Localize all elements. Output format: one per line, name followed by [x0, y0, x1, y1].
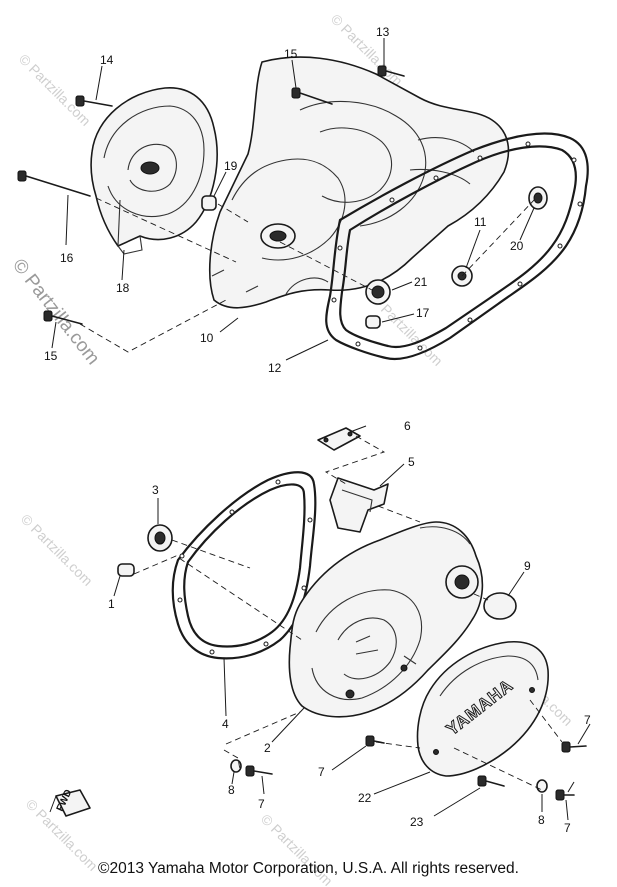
callout-20: 20 — [510, 239, 524, 253]
callout-13: 13 — [376, 25, 390, 39]
callout-14: 14 — [100, 53, 114, 67]
callout-15-bottom: 15 — [44, 349, 58, 363]
part-13-screw — [377, 65, 405, 77]
watermark: © Partzilla.com — [16, 51, 94, 129]
watermark: © Partzilla.com — [18, 511, 96, 589]
callout-9: 9 — [524, 559, 531, 573]
lower-leader-lines — [113, 425, 591, 821]
part-1-dowel-pin — [117, 563, 135, 577]
part-7-screw — [245, 765, 273, 777]
part-14-screw — [75, 95, 113, 107]
part-19-dowel-pin — [201, 195, 217, 211]
part-17-dowel-pin — [365, 315, 381, 329]
part-23-screw — [477, 775, 505, 787]
part-18-left-cover — [90, 87, 218, 255]
part-4-lower-gasket — [171, 471, 317, 660]
part-9-cap — [483, 592, 517, 620]
part-7-screw — [365, 735, 385, 747]
callout-15-top: 15 — [284, 47, 298, 61]
callout-23: 23 — [410, 815, 424, 829]
part-15-screw-upper — [291, 87, 333, 105]
part-16-long-bolt — [17, 170, 91, 197]
callout-numbers: 14 13 15 19 11 20 16 18 21 17 10 15 12 6… — [44, 25, 591, 835]
callout-22: 22 — [358, 791, 372, 805]
callout-19: 19 — [224, 159, 238, 173]
callout-3: 3 — [152, 483, 159, 497]
part-20-oil-seal — [528, 186, 548, 210]
callout-10: 10 — [200, 331, 214, 345]
callout-18: 18 — [116, 281, 130, 295]
part-10-crankcase-cover — [208, 56, 510, 309]
upper-leader-lines — [51, 38, 535, 361]
part-21-oil-seal — [365, 279, 391, 305]
part-8-washer — [536, 779, 548, 793]
upper-alignment-lines — [79, 197, 537, 353]
part-5-bracket — [329, 477, 389, 533]
callout-21: 21 — [414, 275, 428, 289]
callout-7-left: 7 — [258, 797, 265, 811]
copyright-notice: ©2013 Yamaha Motor Corporation, U.S.A. A… — [98, 860, 519, 877]
callout-2: 2 — [264, 741, 271, 755]
part-22-yamaha-cover: YAMAHA — [416, 641, 549, 777]
callout-11: 11 — [474, 215, 487, 229]
callout-12: 12 — [268, 361, 282, 375]
part-12-upper-gasket — [325, 132, 589, 361]
callout-7-right-top: 7 — [584, 713, 591, 727]
fwd-marker: FWD — [49, 788, 91, 817]
part-7-screw — [555, 789, 575, 801]
callout-5: 5 — [408, 455, 415, 469]
callout-7-right-bottom: 7 — [564, 821, 571, 835]
lower-alignment-lines — [133, 435, 563, 791]
callout-7-middle: 7 — [318, 765, 325, 779]
callout-8-left: 8 — [228, 783, 235, 797]
part-3-oil-seal — [147, 524, 173, 552]
callout-1: 1 — [108, 597, 115, 611]
callout-16: 16 — [60, 251, 74, 265]
callout-8-right: 8 — [538, 813, 545, 827]
part-7-screw — [561, 741, 587, 753]
callout-17: 17 — [416, 306, 430, 320]
callout-4: 4 — [222, 717, 229, 731]
part-2-crankcase-cover — [288, 521, 484, 718]
callout-6: 6 — [404, 419, 411, 433]
part-6-plate — [317, 427, 361, 451]
part-15-screw-lower — [43, 310, 83, 325]
